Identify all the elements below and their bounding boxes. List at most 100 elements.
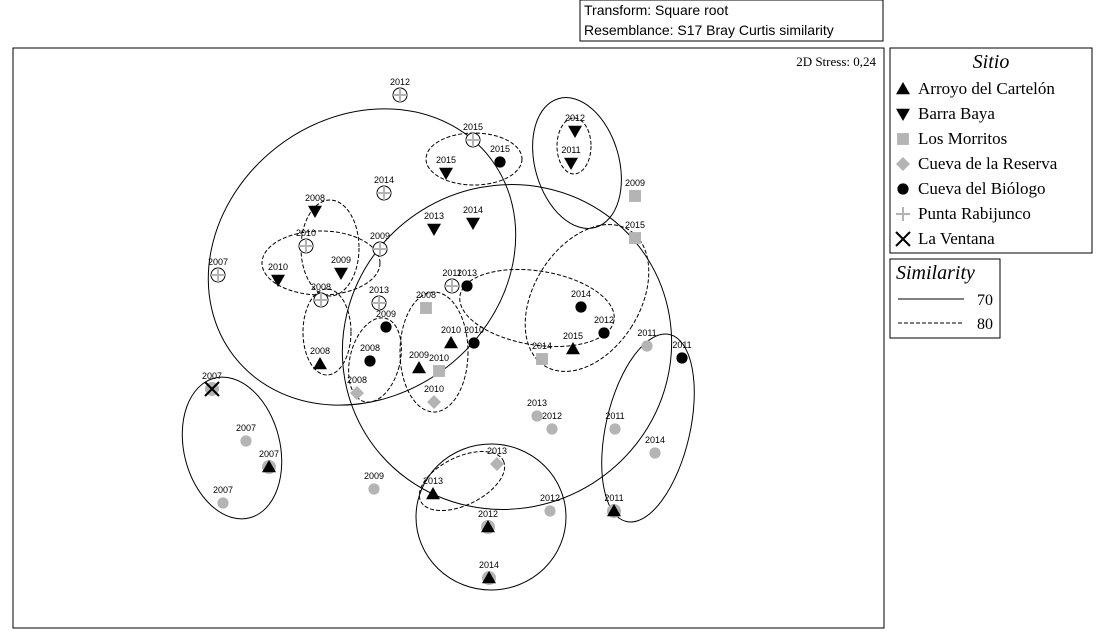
point-marker [313, 357, 327, 370]
point-label: 2012 [594, 315, 614, 325]
point-marker [468, 337, 480, 349]
contour-80-13 [459, 268, 615, 348]
point-marker [299, 239, 313, 253]
point-marker [546, 423, 558, 435]
point-marker [444, 336, 458, 349]
point-marker [482, 571, 496, 584]
point-label: 2009 [376, 309, 396, 319]
point-marker [350, 386, 364, 400]
point-marker [531, 410, 543, 422]
point-label: 2008 [311, 282, 331, 292]
point-label: 2007 [236, 423, 256, 433]
legend-label: La Ventana [918, 229, 995, 248]
point-label: 2011 [604, 493, 623, 503]
point-marker [240, 435, 252, 447]
point-marker [575, 301, 587, 313]
site-legend-box [889, 47, 1093, 254]
point-label: 2011 [442, 268, 461, 278]
point-label: 2008 [310, 346, 330, 356]
contour-70-4 [415, 443, 567, 591]
legend-item: Los Morritos [897, 129, 1007, 148]
point-marker [433, 365, 445, 377]
contour-70-3 [181, 376, 283, 520]
contour-80-11 [348, 317, 402, 403]
site-legend-title: Sitio [973, 51, 1010, 73]
point-label: 2014 [479, 560, 499, 570]
contour-70-1 [532, 97, 622, 229]
similarity-70-label: 70 [977, 292, 993, 309]
plot-frame [12, 47, 885, 629]
point-label: 2013 [424, 211, 444, 221]
point-label: 2011 [672, 340, 691, 350]
legend-item: Cueva del Biólogo [897, 179, 1045, 198]
point-marker [490, 457, 504, 471]
point-marker [420, 302, 432, 314]
point-marker [609, 423, 621, 435]
point-marker [314, 293, 328, 307]
point-marker [377, 186, 391, 200]
point-label: 2013 [423, 476, 443, 486]
point-marker [536, 353, 548, 365]
point-label: 2013 [369, 285, 389, 295]
point-label: 2009 [409, 350, 429, 360]
point-label: 2015 [563, 331, 583, 341]
point-label: 2008 [360, 343, 380, 353]
legend-label: Barra Baya [918, 104, 995, 123]
point-label: 2010 [268, 262, 288, 272]
point-label: 2013 [457, 268, 477, 278]
point-marker [676, 352, 688, 364]
similarity-legend-title: Similarity [896, 262, 975, 284]
legend-marker [897, 133, 909, 145]
point-label: 2014 [532, 341, 552, 351]
legend-label: Los Morritos [918, 129, 1007, 148]
point-label: 2013 [527, 398, 547, 408]
legend-item: Punta Rabijunco [896, 204, 1031, 223]
point-label: 2011 [561, 145, 580, 155]
legend-marker [897, 183, 909, 195]
point-label: 2007 [213, 485, 233, 495]
point-marker [217, 497, 229, 509]
point-marker [426, 487, 440, 500]
point-label: 2012 [478, 509, 498, 519]
contour-80-15 [418, 450, 506, 512]
point-label: 2014 [571, 289, 591, 299]
point-marker [461, 280, 473, 292]
contour-70-2 [341, 184, 673, 510]
point-marker [439, 167, 453, 180]
resemblance-text: Resemblance: S17 Bray Curtis similarity [584, 22, 834, 38]
point-marker [568, 125, 582, 138]
point-label: 2011 [637, 328, 656, 338]
legend-item: Arroyo del Cartelón [896, 79, 1055, 98]
point-marker [607, 504, 621, 517]
point-label: 2015 [463, 122, 483, 132]
point-marker [271, 274, 285, 287]
point-marker [427, 395, 441, 409]
point-label: 2008 [416, 290, 436, 300]
point-marker [466, 217, 480, 230]
point-label: 2012 [542, 411, 562, 421]
similarity-contours [181, 97, 695, 591]
point-label: 2010 [296, 228, 316, 238]
point-label: 2008 [305, 193, 325, 203]
point-marker [364, 355, 376, 367]
point-marker [412, 361, 426, 374]
point-label: 2009 [364, 471, 384, 481]
point-marker [368, 483, 380, 495]
point-marker [427, 223, 441, 236]
point-label: 2014 [374, 175, 394, 185]
point-marker [380, 321, 392, 333]
legend-item: Cueva de la Reserva [896, 154, 1058, 173]
legend-marker [896, 157, 910, 171]
contour-70-5 [601, 333, 695, 523]
transform-box [579, 0, 884, 42]
contour-80-12 [399, 291, 469, 413]
point-label: 2011 [605, 411, 624, 421]
point-marker [629, 232, 641, 244]
point-label: 2010 [424, 384, 444, 394]
contour-70-0 [207, 108, 517, 406]
legend-label: Cueva de la Reserva [918, 154, 1058, 173]
legend-marker [895, 231, 911, 247]
point-marker [204, 381, 220, 397]
point-marker [641, 340, 653, 352]
point-label: 2010 [441, 325, 461, 335]
